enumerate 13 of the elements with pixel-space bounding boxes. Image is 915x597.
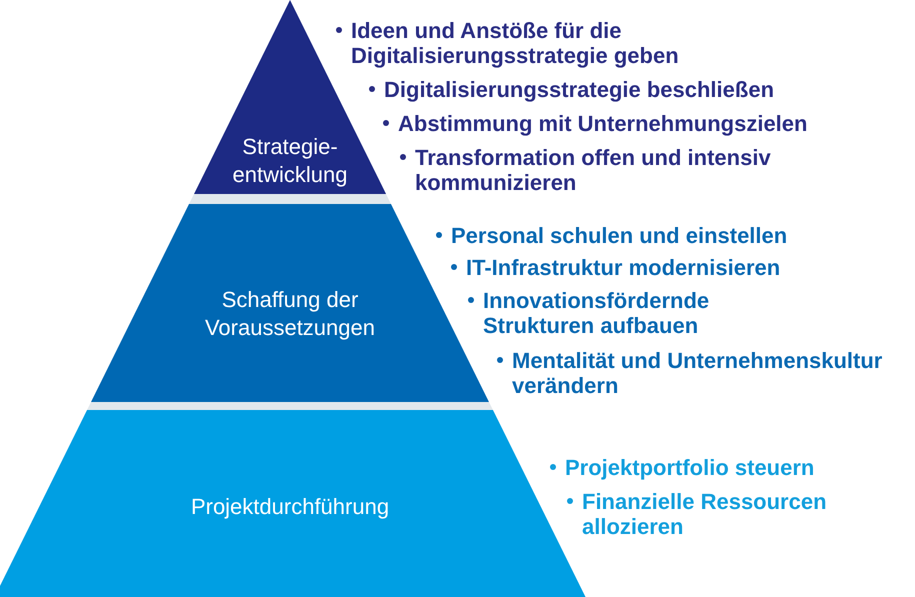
bullet-item: Projektportfolio steuern <box>550 455 850 480</box>
bullet-item: Abstimmung mit Unternehmungszielen <box>383 111 828 136</box>
tier-label: Projektdurchführung <box>190 493 390 521</box>
tier-label: Strategie- entwicklung <box>232 133 348 189</box>
bullet-item: Digitalisierungsstrategie beschließen <box>369 77 799 102</box>
bullet-item: IT-Infrastruktur modernisieren <box>451 255 841 280</box>
bullet-item: Finanzielle Ressourcen allozieren <box>567 489 842 539</box>
bullet-item: Ideen und Anstöße für die Digitalisierungsstrategie geben <box>336 18 701 68</box>
bullet-item: Personal schulen und einstellen <box>436 223 816 248</box>
bullet-item: Transformation offen und intensiv kommunizieren <box>400 145 792 195</box>
bullet-item: Innovationsfördernde Strukturen aufbauen <box>468 288 733 338</box>
bullet-item: Mentalität und Unternehmenskultur verändern <box>497 348 912 398</box>
tier-label: Schaffung der Voraussetzungen <box>204 286 376 342</box>
